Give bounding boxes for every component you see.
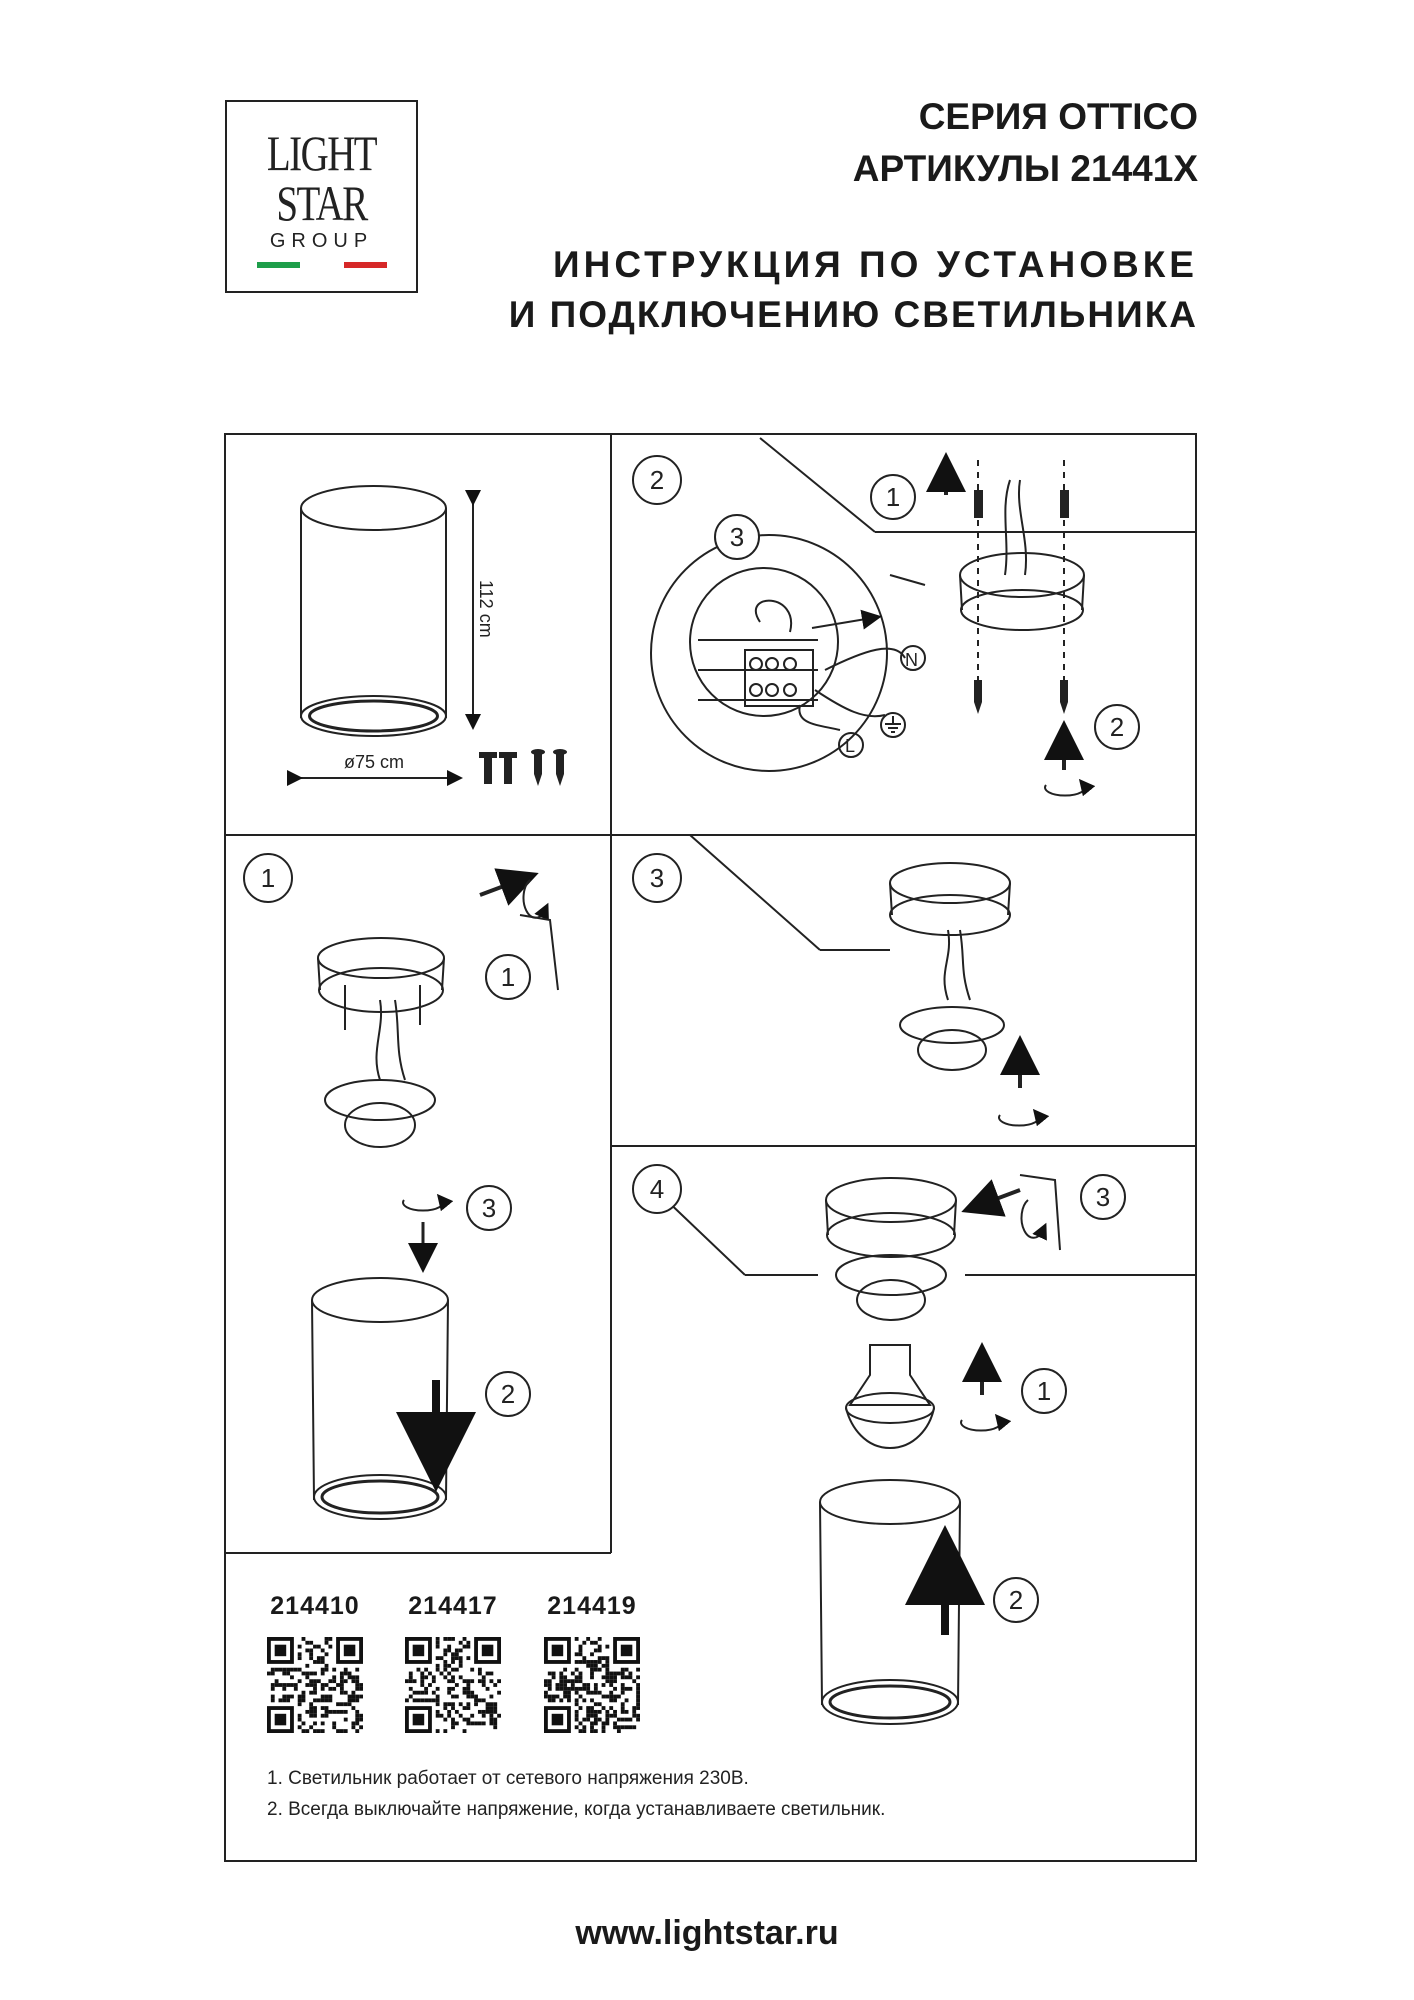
panel4-step1-label: 1 [1037,1376,1051,1406]
flag-white [300,262,344,268]
logo-line-light: LIGHT [266,125,378,181]
step-badge-2 [632,455,682,505]
panel4-label: 4 [650,1174,664,1204]
qr-article-214410: 214410 [270,1592,360,1620]
instruction-frame [224,433,1197,1862]
neutral-terminal-label: N [905,650,918,670]
step3-assembly-diagram [689,834,1050,1127]
website-link[interactable]: www.lightstar.ru [575,1914,839,1952]
flag-red [343,262,387,268]
italian-flag-stripe [257,262,387,268]
note-safety: 2. Всегда выключайте напряжение, когда у… [267,1799,886,1820]
step-badge-3 [632,853,682,903]
step4-lamp-installation-diagram [639,1174,1197,1725]
flag-green [257,262,301,268]
instruction-title-line2: И ПОДКЛЮЧЕНИЮ СВЕТИЛЬНИКА [508,294,1198,335]
panel1-step3-label: 3 [482,1193,496,1223]
ground-icon [880,712,906,738]
step-badge-4 [632,1164,682,1214]
qr-code-214410[interactable] [267,1637,363,1733]
live-terminal-label: L [845,736,855,756]
series-title: СЕРИЯ OTTICO [918,96,1198,137]
dimension-diagram [287,485,481,786]
qr-code-214419[interactable] [544,1637,640,1733]
qr-article-214419: 214419 [547,1592,637,1620]
panel1-step1-label: 1 [501,962,515,992]
step-badge-1 [243,853,293,903]
qr-code-214417[interactable] [405,1637,501,1733]
screws-and-dowels-icon [479,749,567,786]
qr-article-214417: 214417 [408,1592,498,1620]
articles-title: АРТИКУЛЫ 21441X [852,148,1198,189]
panel4-step3-label: 3 [1096,1182,1110,1212]
brand-logo: LIGHT STAR GROUP [225,100,418,293]
panel3-label: 3 [650,863,664,893]
logo-line-group: GROUP [269,230,374,252]
note-voltage: 1. Светильник работает от сетевого напря… [267,1768,749,1789]
step1-disassembly-diagram [311,868,559,1520]
wiring-step1-label: 1 [886,482,900,512]
panel4-step2-label: 2 [1009,1585,1023,1615]
diameter-dimension: ø75 cm [344,752,404,772]
panel1-label: 1 [261,863,275,893]
wiring-step2-label: 2 [1110,712,1124,742]
height-dimension: 112 cm [476,580,496,638]
wiring-step3-label: 3 [730,522,744,552]
instruction-title-line1: ИНСТРУКЦИЯ ПО УСТАНОВКЕ [553,244,1198,285]
panel1-step2-label: 2 [501,1379,515,1409]
logo-line-star: STAR [276,175,368,231]
panel2-label: 2 [650,465,664,495]
